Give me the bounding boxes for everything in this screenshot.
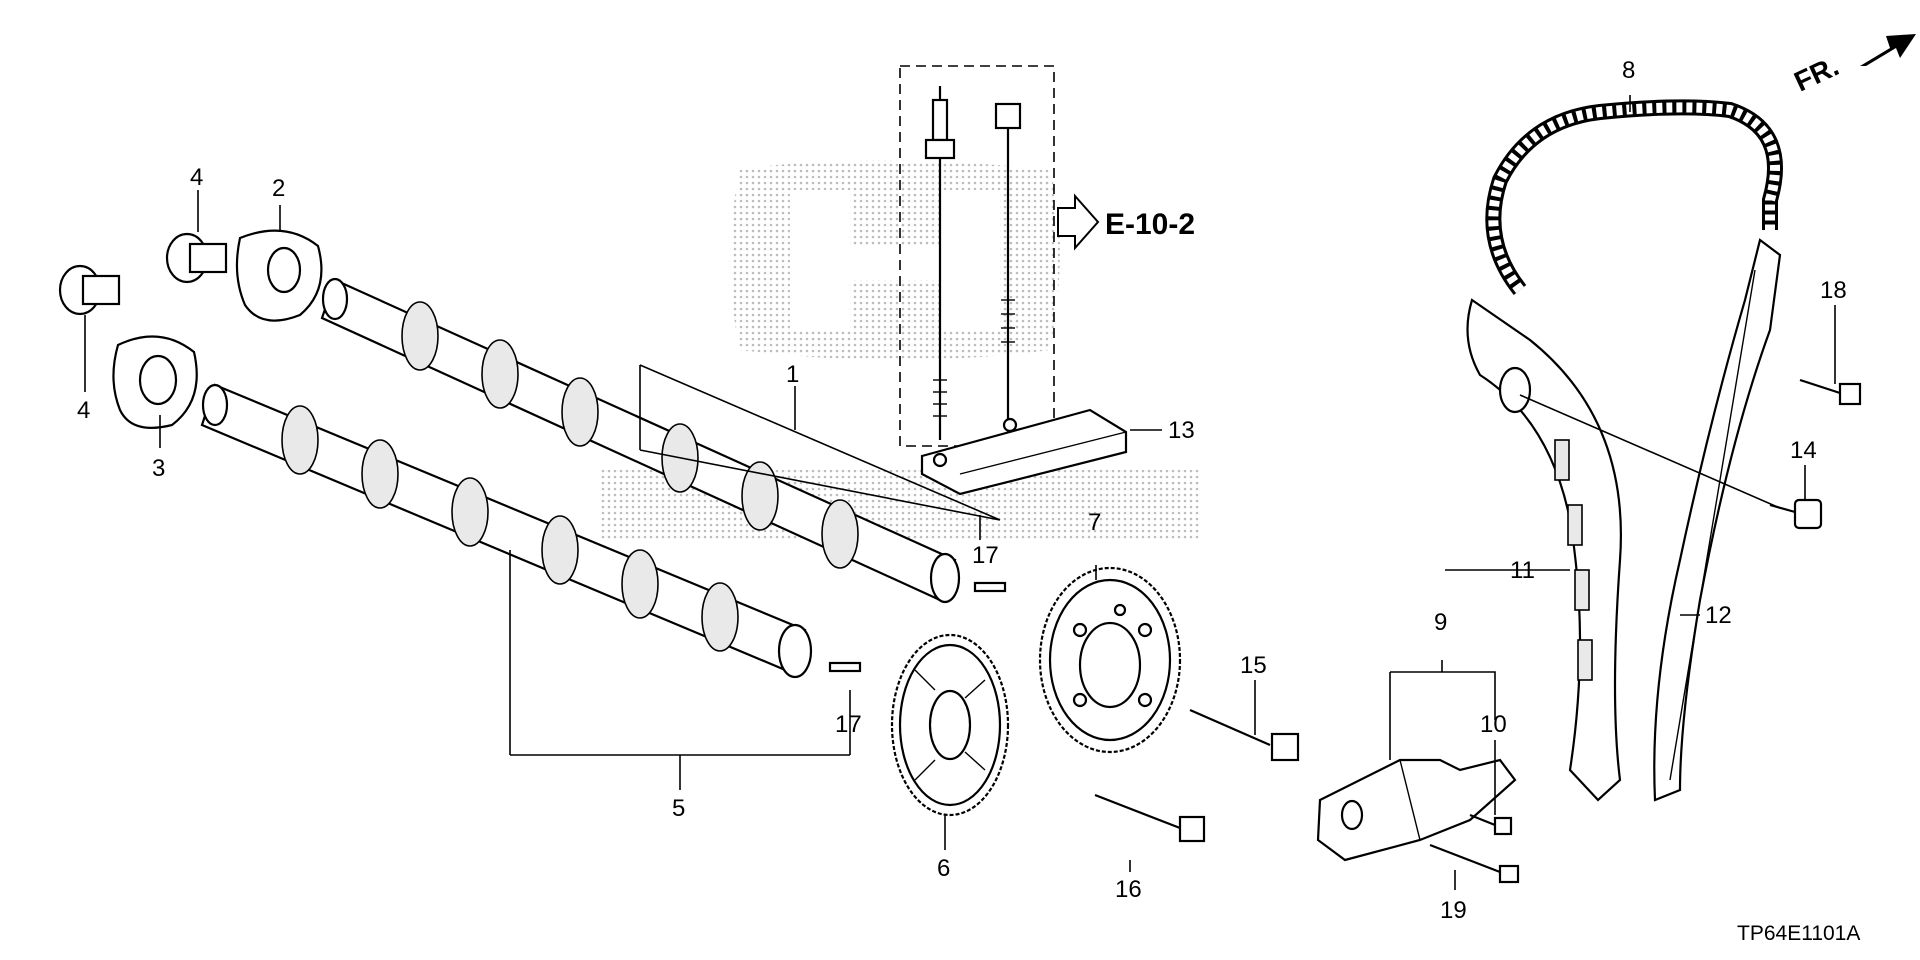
front-direction-icon	[1860, 34, 1916, 66]
callout-9: 9	[1434, 609, 1447, 636]
diagram-code: TP64E1101A	[1737, 922, 1860, 945]
callout-14: 14	[1790, 437, 1817, 464]
callout-6: 6	[937, 855, 950, 882]
callout-8: 8	[1622, 57, 1635, 84]
vtc-actuator	[1038, 566, 1182, 754]
pivot-bolt	[1769, 498, 1823, 530]
callout-17-upper: 17	[972, 542, 999, 569]
callout-17-lower: 17	[835, 711, 862, 738]
chain-tensioner-arm	[1466, 298, 1622, 802]
leader-lines	[84, 95, 1836, 890]
pulser-plate-lower	[112, 335, 198, 429]
callout-12: 12	[1705, 602, 1732, 629]
flange-bolt-lower	[58, 264, 121, 316]
exhaust-camshaft	[200, 383, 813, 679]
reference-arrow[interactable]	[1057, 193, 1100, 251]
dowel-pin-upper	[973, 581, 1007, 593]
pulser-plate-upper	[235, 229, 323, 322]
callout-15: 15	[1240, 652, 1267, 679]
callout-7: 7	[1088, 509, 1101, 536]
exhaust-sprocket	[890, 633, 1010, 817]
callout-1: 1	[786, 361, 799, 388]
callout-2: 2	[272, 175, 285, 202]
callout-18: 18	[1820, 277, 1847, 304]
callout-4-upper: 4	[190, 164, 203, 191]
callout-16: 16	[1115, 876, 1142, 903]
callout-13: 13	[1168, 417, 1195, 444]
cam-chain	[1485, 99, 1783, 295]
intake-camshaft	[320, 277, 961, 604]
callout-4-lower: 4	[77, 397, 90, 424]
reference-label[interactable]: E-10-2	[1105, 208, 1195, 241]
tensioner-bolt	[1429, 843, 1520, 884]
tensioner-bolt-small	[1469, 813, 1513, 836]
actuator-bolt	[1189, 708, 1300, 762]
front-direction-label: FR.	[1789, 50, 1843, 97]
chain-guide	[1653, 238, 1782, 802]
callout-3: 3	[152, 455, 165, 482]
stud-bolt	[924, 86, 956, 440]
dowel-pin-lower	[828, 661, 862, 673]
guide-bolt	[1799, 378, 1862, 406]
flange-bolt-upper	[165, 232, 228, 284]
callout-10: 10	[1480, 711, 1507, 738]
long-bolt	[994, 102, 1022, 420]
watermark-emblem	[600, 160, 1200, 540]
callout-5: 5	[672, 795, 685, 822]
auto-tensioner	[1316, 758, 1517, 862]
sprocket-bolt	[1094, 793, 1206, 843]
cam-holder-plate	[920, 408, 1128, 496]
callout-19: 19	[1440, 897, 1467, 924]
callout-11: 11	[1510, 557, 1535, 584]
